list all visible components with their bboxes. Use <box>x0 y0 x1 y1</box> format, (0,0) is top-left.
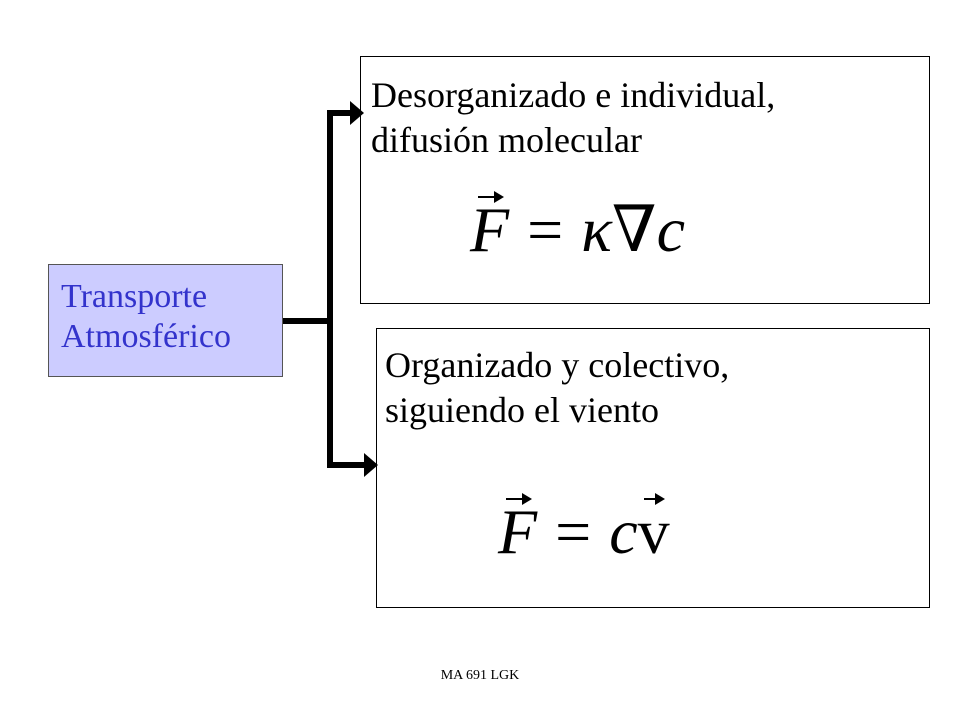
flux-vector-symbol: F <box>498 493 538 567</box>
root-node-label-line1: Transporte <box>61 278 208 315</box>
slide-footer: MA 691 LGK <box>440 668 520 683</box>
concentration-symbol: c <box>656 194 685 265</box>
wind-transport-box: Organizado y colectivo, siguiendo el vie… <box>376 328 930 608</box>
flux-vector-symbol: F <box>470 191 510 265</box>
diffusion-flux-formula: F=κ∇c <box>470 191 685 265</box>
kappa-symbol: κ <box>581 194 612 265</box>
root-node-label-line2: Atmosférico <box>61 318 231 355</box>
lower-branch-line <box>327 321 364 468</box>
lower-arrowhead <box>364 453 378 477</box>
nabla-symbol: ∇ <box>611 194 657 265</box>
wind-transport-line2: siguiendo el viento <box>385 390 659 430</box>
molecular-diffusion-box: Desorganizado e individual, difusión mol… <box>360 56 930 304</box>
molecular-diffusion-line1: Desorganizado e individual, <box>371 75 776 115</box>
wind-vector-symbol: v <box>637 493 670 567</box>
wind-transport-line1: Organizado y colectivo, <box>385 345 730 385</box>
molecular-diffusion-line2: difusión molecular <box>371 120 642 160</box>
equals-sign: = <box>555 496 592 567</box>
equals-sign: = <box>527 194 564 265</box>
upper-branch-line <box>327 110 350 321</box>
root-node-box: Transporte Atmosférico <box>48 264 283 377</box>
connector-lines <box>283 110 364 468</box>
concentration-symbol: c <box>609 496 638 567</box>
advection-flux-formula: F=cv <box>498 493 670 567</box>
upper-arrowhead <box>350 101 364 125</box>
